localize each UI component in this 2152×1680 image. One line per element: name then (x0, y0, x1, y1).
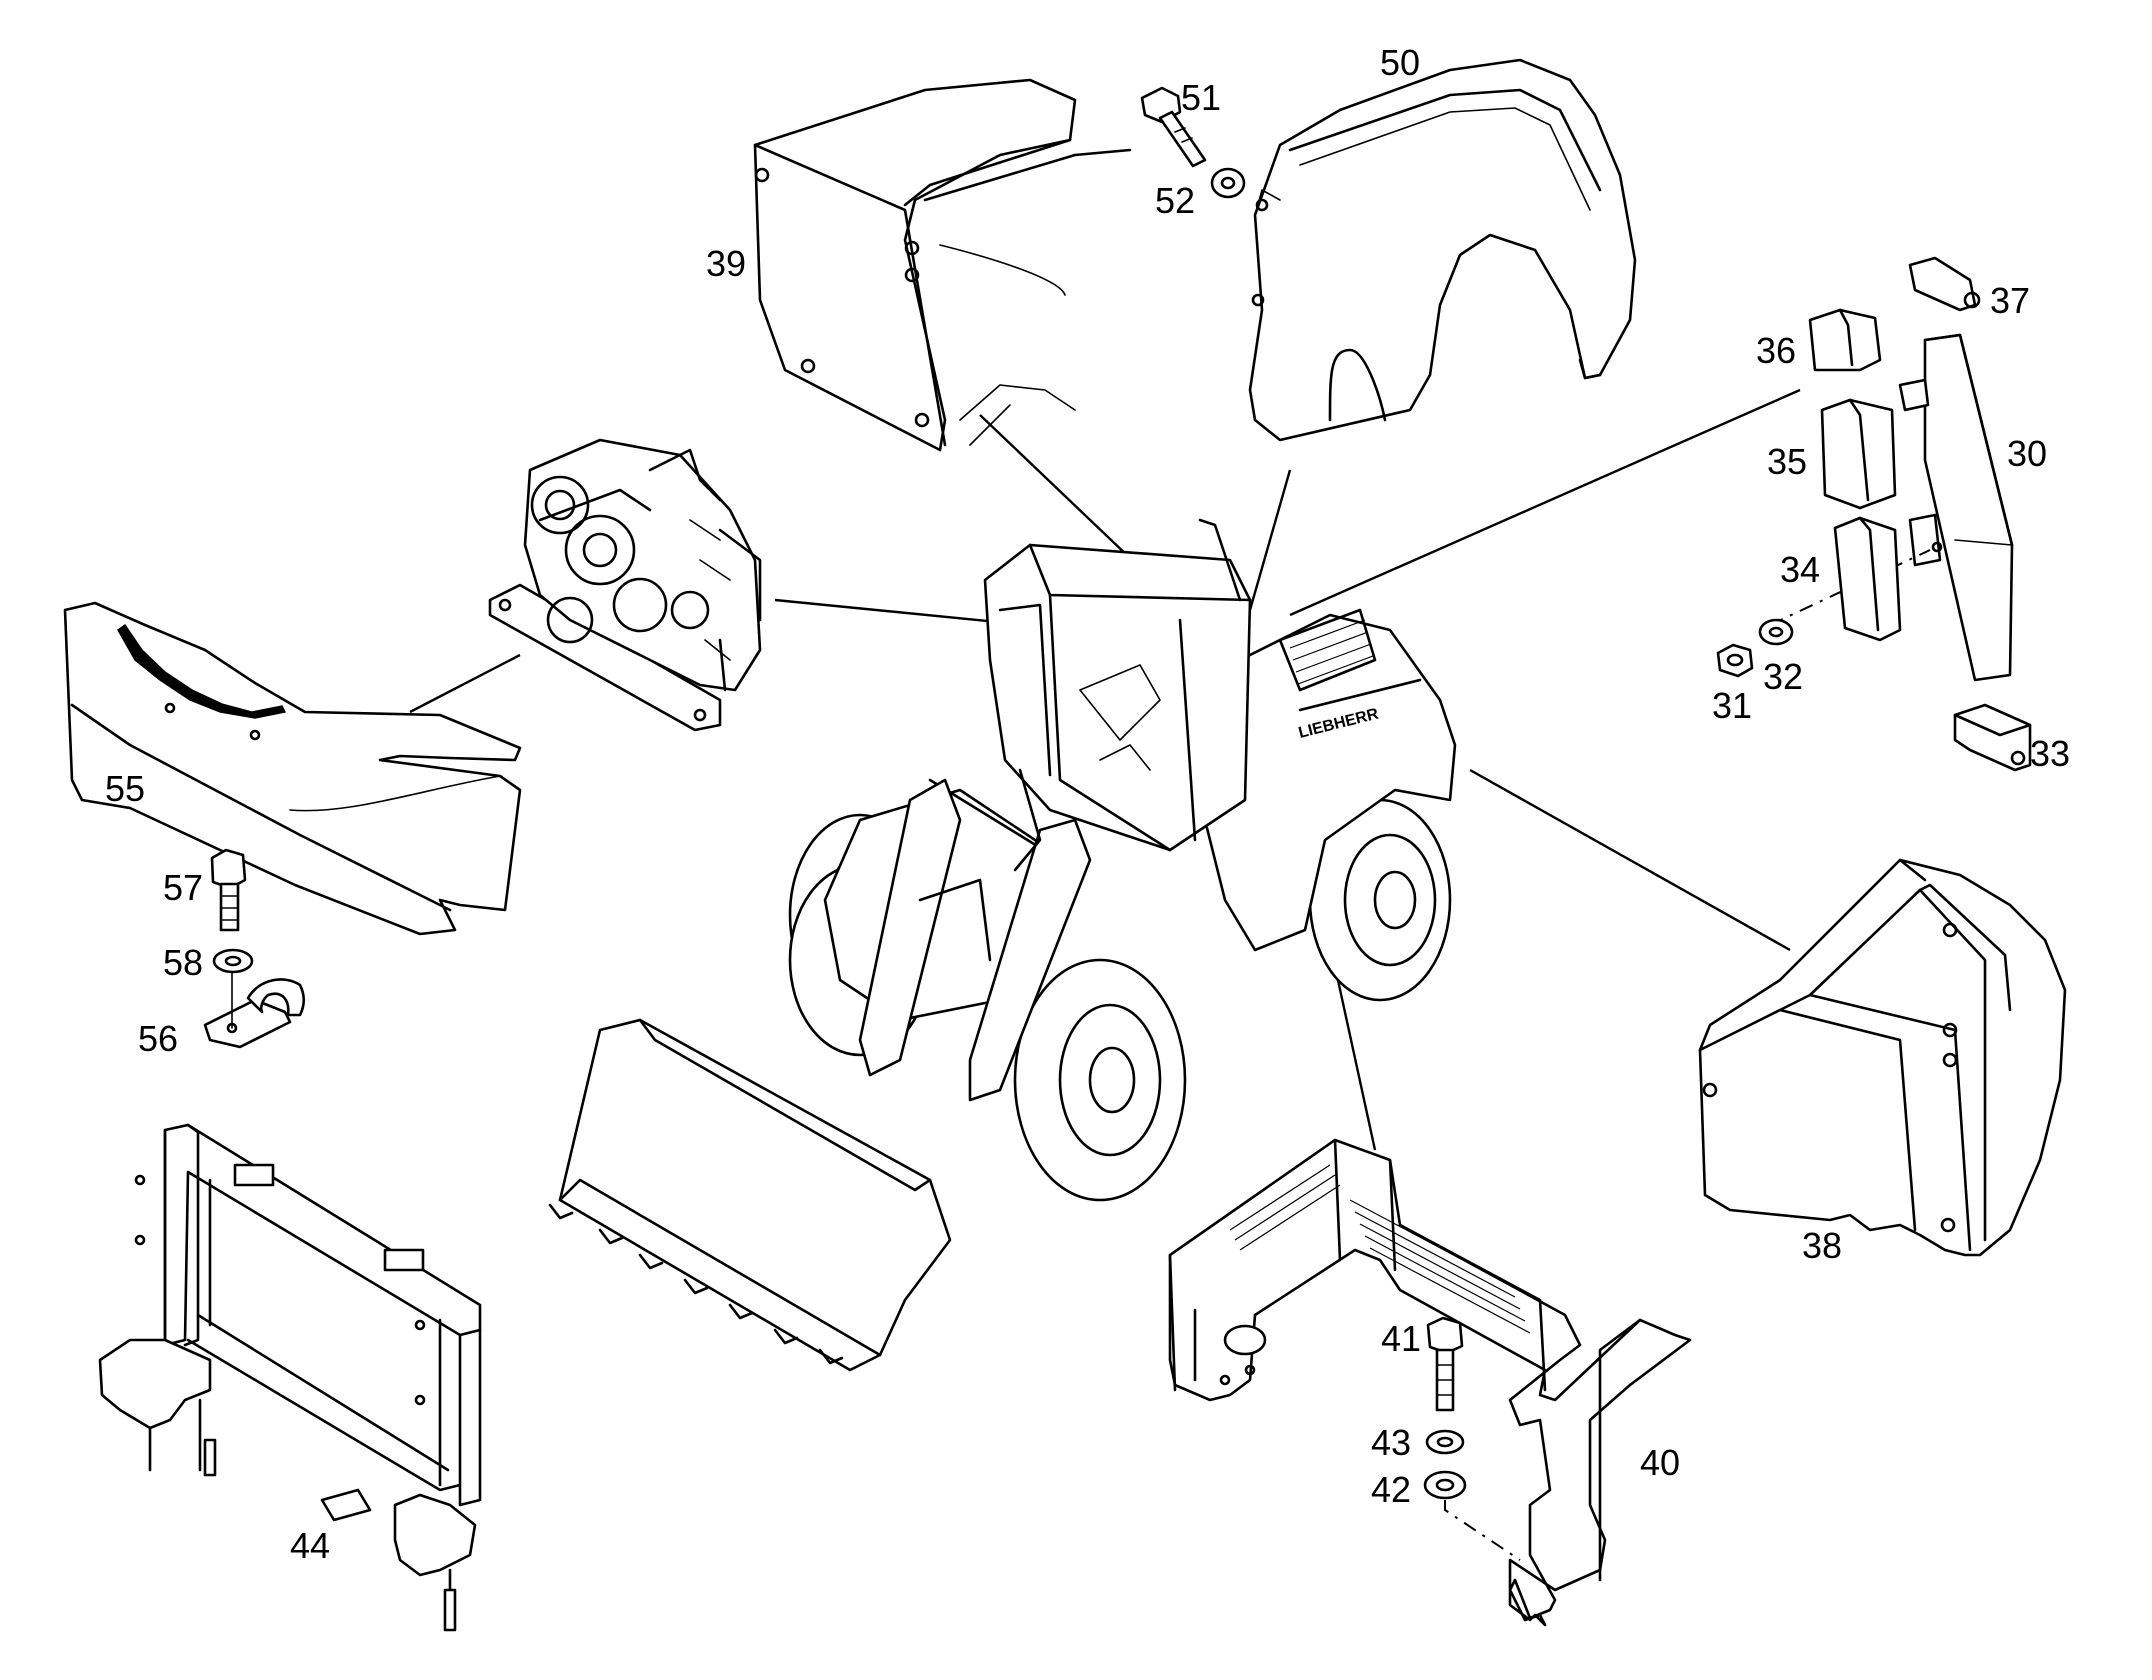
part-42-washer (1423, 1470, 1467, 1500)
part-40-guard-frame (1168, 1138, 1692, 1627)
label-39: 39 (706, 243, 746, 284)
label-34: 34 (1780, 549, 1820, 590)
label-33: 33 (2030, 733, 2070, 774)
label-57: 57 (163, 867, 203, 908)
part-31-nut (1716, 643, 1754, 678)
part-57-bolt (210, 848, 247, 932)
part-55-side-panel (63, 601, 522, 936)
part-36-seal (1808, 308, 1882, 372)
label-40: 40 (1640, 1442, 1680, 1483)
part-50-side-cover (1248, 58, 1637, 442)
label-36: 36 (1756, 330, 1796, 371)
part-37-clip (1908, 256, 1981, 312)
label-43: 43 (1371, 1422, 1411, 1463)
label-51: 51 (1181, 77, 1221, 118)
part-41-bolt (1426, 1316, 1464, 1412)
part-labels: 30 31 32 33 34 35 36 37 38 39 40 41 42 4… (105, 42, 2070, 1566)
label-50: 50 (1380, 42, 1420, 83)
bucket-teeth (548, 1203, 844, 1365)
part-58-washer (212, 948, 254, 974)
label-52: 52 (1155, 180, 1195, 221)
engine-assembly (488, 438, 762, 732)
part-43-washer (1425, 1429, 1465, 1455)
part-56-clamp (203, 971, 306, 1049)
part-32-washer (1758, 618, 1794, 646)
label-32: 32 (1763, 656, 1803, 697)
label-42: 42 (1371, 1469, 1411, 1510)
label-38: 38 (1802, 1225, 1842, 1266)
part-38-counterweight (1698, 858, 2067, 1257)
part-39-roof-panel (753, 78, 1132, 452)
label-31: 31 (1712, 685, 1752, 726)
part-52-washer (1210, 167, 1246, 199)
engine-grill (1289, 619, 1374, 685)
label-56: 56 (138, 1018, 178, 1059)
part-34-seal (1833, 516, 1902, 642)
part-44-frame (98, 1123, 482, 1632)
part-33-clip (1953, 703, 2032, 772)
assembly-axis-42 (1444, 1500, 1521, 1561)
part-35-seal (1820, 398, 1897, 510)
label-37: 37 (1990, 280, 2030, 321)
label-58: 58 (163, 942, 203, 983)
part-51-bolt (1140, 86, 1207, 168)
perforated-plate (1229, 1164, 1531, 1334)
label-35: 35 (1767, 441, 1807, 482)
label-41: 41 (1381, 1318, 1421, 1359)
part-30-bar (1898, 333, 2014, 682)
label-30: 30 (2007, 433, 2047, 474)
wheel-loader-machine: LIEBHERR (548, 518, 1457, 1372)
label-44: 44 (290, 1525, 330, 1566)
label-55: 55 (105, 768, 145, 809)
